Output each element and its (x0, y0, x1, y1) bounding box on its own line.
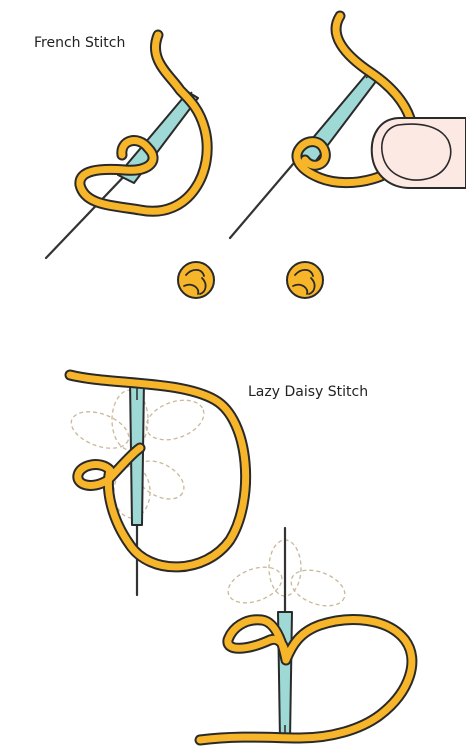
french-stitch-step-2 (230, 16, 466, 238)
petal-guide-icon (223, 540, 350, 613)
thread-icon (200, 620, 412, 740)
lazy-daisy-step-2 (200, 528, 412, 740)
finger-icon (372, 118, 466, 188)
needle-icon (230, 70, 380, 238)
french-stitch-step-1 (46, 35, 207, 258)
french-knot-icon (178, 262, 214, 298)
lazy-daisy-step-1 (66, 375, 245, 595)
thread-icon (70, 375, 246, 567)
french-knot-icon (287, 262, 323, 298)
thread-icon (80, 35, 207, 211)
